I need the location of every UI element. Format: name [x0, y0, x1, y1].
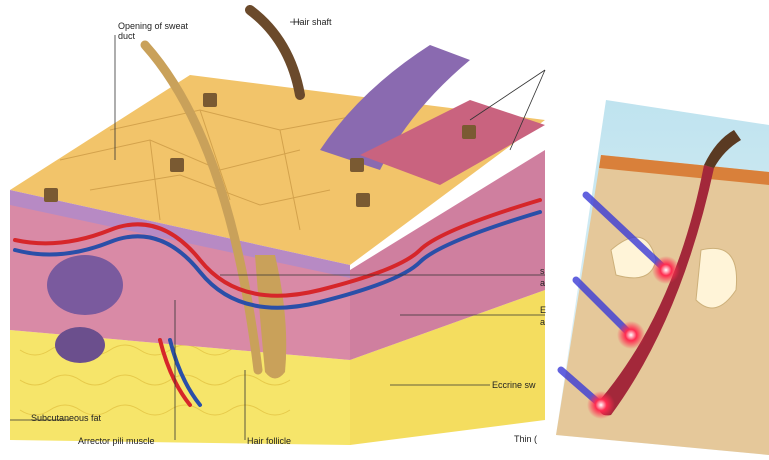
- label-subcutaneous-fat: Subcutaneous fat: [31, 413, 101, 423]
- laser-hair-removal-inset: [556, 100, 769, 455]
- label-cut-e: E: [540, 305, 546, 315]
- label-cut-s: s: [540, 266, 545, 276]
- laser-heat-spot: [587, 391, 615, 419]
- laser-heat-spot: [652, 256, 680, 284]
- label-cut-a2: a: [540, 317, 545, 327]
- label-hair-shaft: Hair shaft: [293, 17, 332, 27]
- laser-heat-spot: [617, 321, 645, 349]
- label-opening-of-sweat-duct: Opening of sweat duct: [118, 21, 198, 41]
- label-arrector-pili-muscle: Arrector pili muscle: [78, 436, 155, 446]
- label-thin-skin: Thin (: [514, 434, 537, 444]
- label-eccrine-sweat-gland: Eccrine sw: [492, 380, 536, 390]
- laser-inset-illustration: [556, 100, 769, 455]
- gland-lobe: [55, 327, 105, 363]
- sweat-gland-left: [47, 255, 123, 315]
- label-hair-follicle: Hair follicle: [247, 436, 291, 446]
- label-cut-a: a: [540, 278, 545, 288]
